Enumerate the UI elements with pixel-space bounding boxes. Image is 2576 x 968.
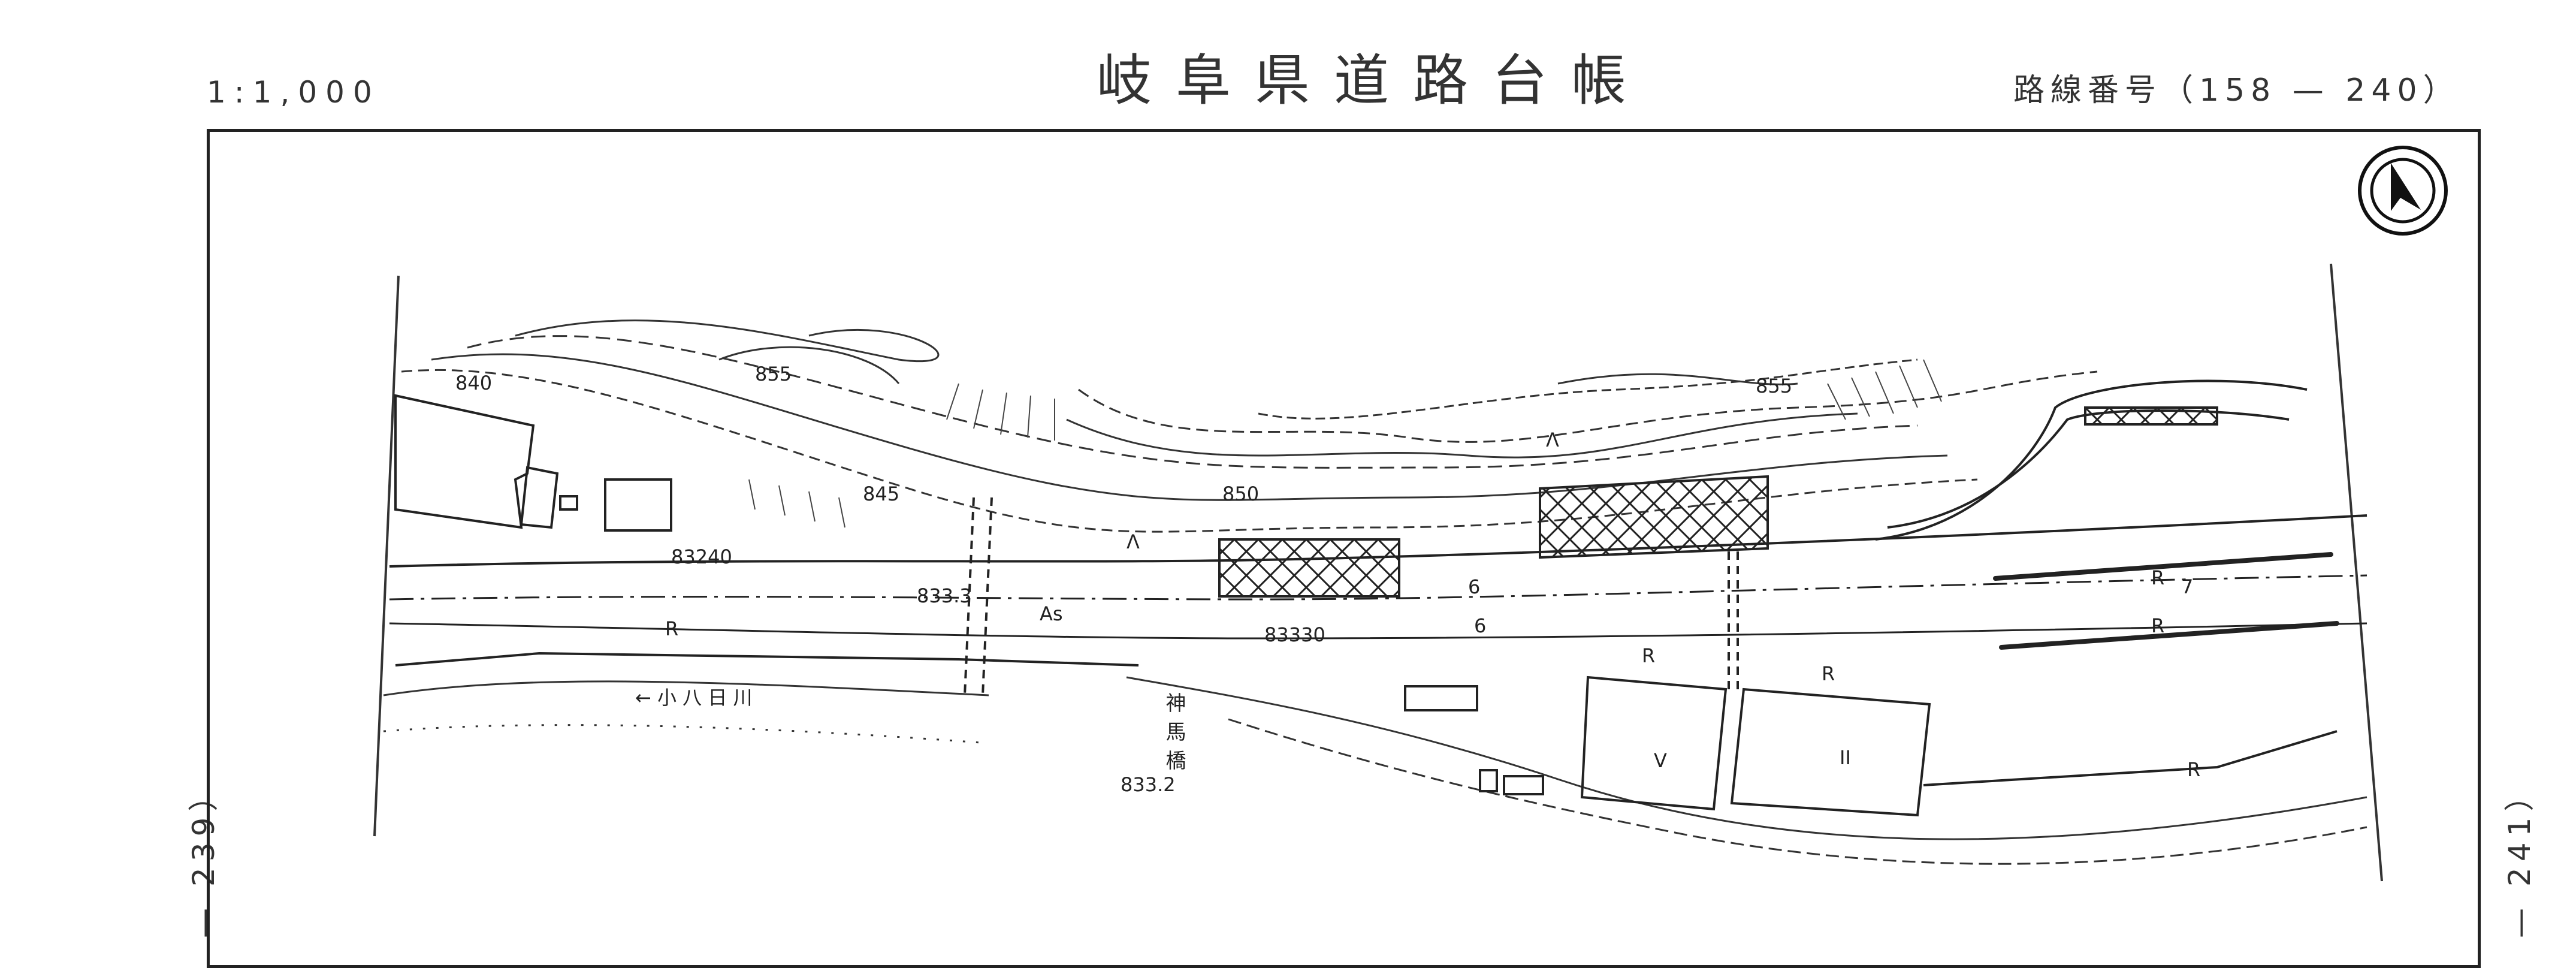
elevation-label-2: 833.3 <box>917 584 972 607</box>
structure-symbol-v: V <box>1654 749 1667 772</box>
elevation-label-4: 833.2 <box>1121 773 1176 796</box>
structure-symbol-ii: II <box>1840 746 1851 769</box>
road-mark-r-2: R <box>1642 644 1655 667</box>
road-ledger-map: 840 855 845 850 855 83240 833.3 83330 83… <box>373 146 2448 882</box>
lane-width-6b: 6 <box>1468 575 1480 598</box>
road-mark-r-3: R <box>1822 662 1835 685</box>
contour-label-855-east: 855 <box>1756 375 1792 397</box>
road-mark-r-5: R <box>2151 614 2164 637</box>
road-mark-r-4: R <box>2151 566 2164 589</box>
slope-symbol-1: Λ <box>1546 429 1559 451</box>
scale-label: 1:1,000 <box>207 75 380 110</box>
bridge-name: 神馬橋 <box>1162 692 1186 779</box>
contour-label-850: 850 <box>1222 483 1259 505</box>
pavement-label: As <box>1040 602 1063 625</box>
north-arrow-icon <box>2358 146 2448 236</box>
elevation-label-1: 83240 <box>671 545 732 568</box>
route-number: 路線番号（158 — 240） <box>2013 73 2460 108</box>
road-mark-r-6: R <box>2187 758 2200 781</box>
lane-width-7: 7 <box>2181 575 2193 598</box>
lane-width-6a: 6 <box>1474 614 1486 637</box>
contour-label-840: 840 <box>455 372 492 394</box>
slope-symbol-2: Λ <box>1127 530 1140 553</box>
elevation-label-3: 83330 <box>1264 623 1325 646</box>
contour-label-845: 845 <box>863 483 899 505</box>
contour-label-855-west: 855 <box>755 363 792 385</box>
river-label: ← 小 八 日 川 <box>635 686 753 709</box>
map-title: 岐阜県道路台帳 <box>1097 49 1651 113</box>
road-mark-r-1: R <box>665 617 678 640</box>
